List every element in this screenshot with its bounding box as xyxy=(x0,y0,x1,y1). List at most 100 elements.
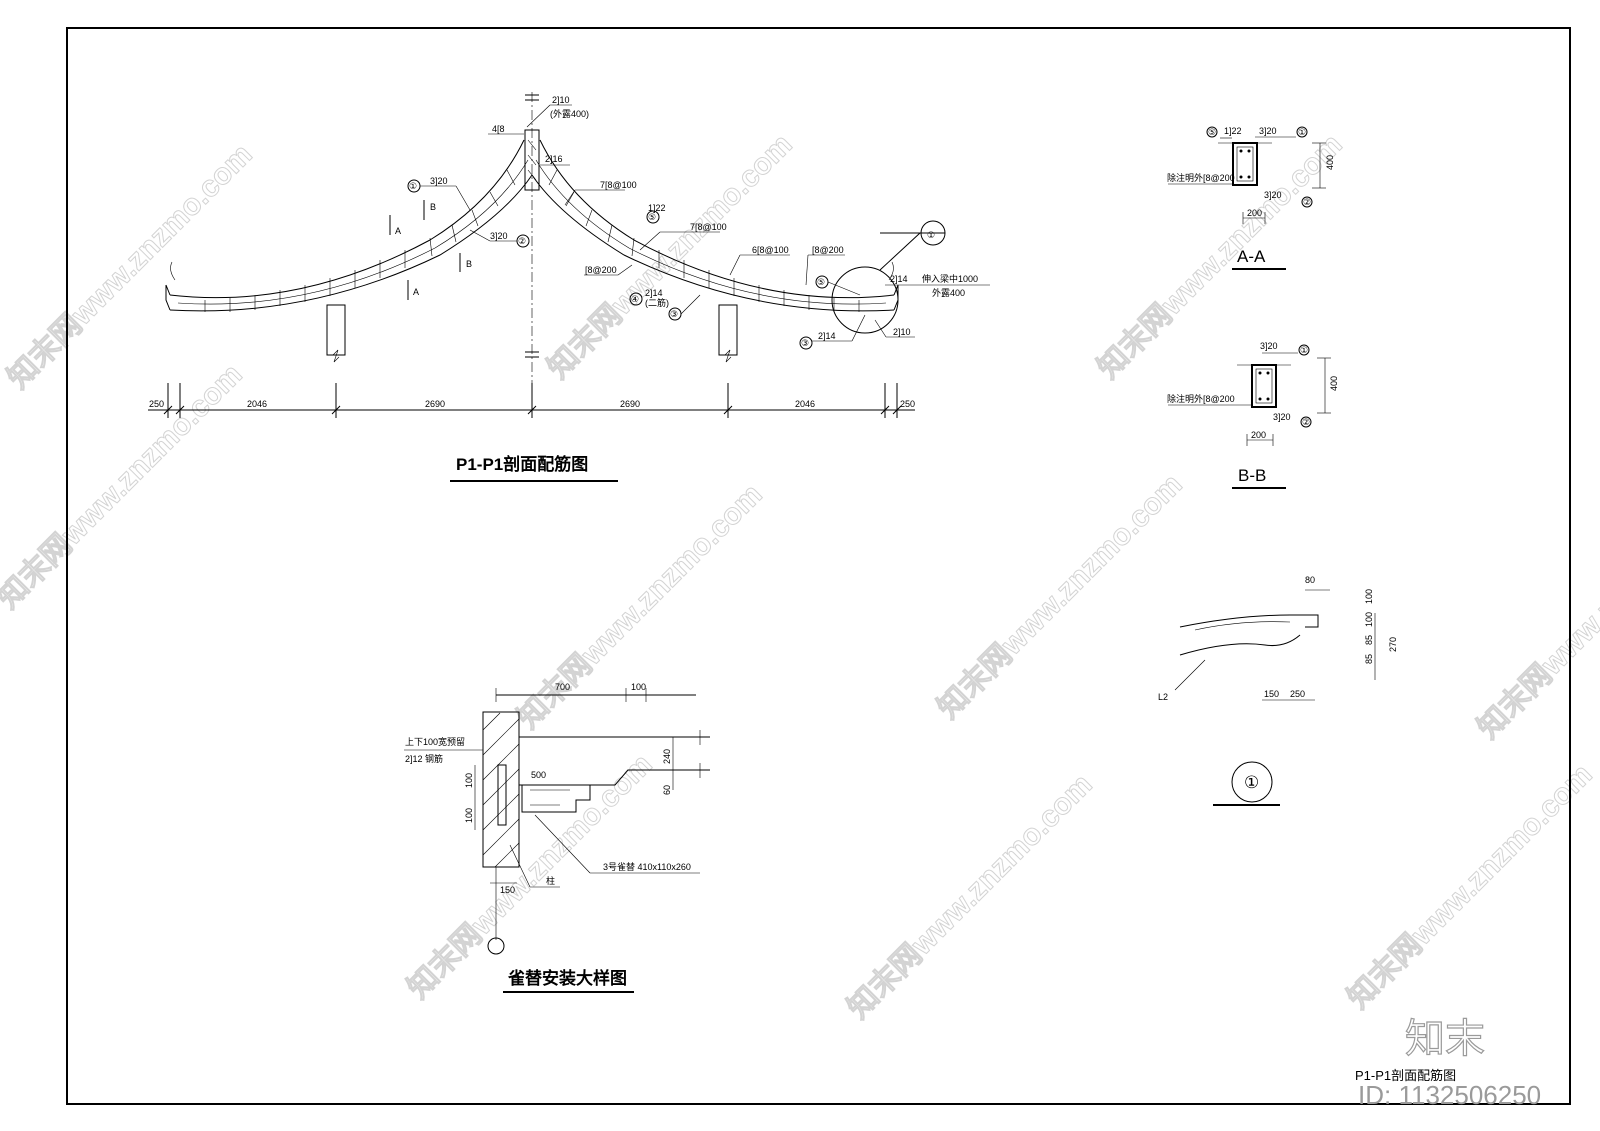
sheet-title-footer: P1-P1剖面配筋图 xyxy=(1355,1068,1456,1083)
label-bar-2d16: 2]16 xyxy=(545,154,563,164)
bracket-detail-title: 雀替安装大样图 xyxy=(507,968,627,988)
dim-250-right: 250 xyxy=(900,399,915,409)
bracket-dim-240: 240 xyxy=(662,749,672,764)
drawing-id: ID: 1132506250 xyxy=(1358,1080,1541,1110)
footer: 知末 P1-P1剖面配筋图 ID: 1132506250 xyxy=(1355,1016,1541,1110)
label-bar-1d22: 1]22 xyxy=(648,203,666,213)
bracket-dim-v100b: 100 xyxy=(464,808,474,823)
bracket-dim-60: 60 xyxy=(662,785,672,795)
watermark: 知末网www.znzmo.com xyxy=(842,768,1099,1025)
label-bar-3d20-b: 3]20 xyxy=(490,231,508,241)
bb-stirrup: 除注明外[8@200 xyxy=(1167,393,1235,404)
detail-1-dim-r3: 85 xyxy=(1364,635,1374,645)
label-stirrup-a: 7[8@100 xyxy=(600,180,637,190)
main-section-title: P1-P1剖面配筋图 xyxy=(456,454,588,474)
watermark: 知末网www.znzmo.com xyxy=(932,468,1189,725)
label-stirrup-d: [8@200 xyxy=(812,245,844,255)
section-aa-title: A-A xyxy=(1237,247,1266,266)
bracket-dim-700: 700 xyxy=(555,682,570,692)
bb-bar-bottom: 3]20 xyxy=(1273,412,1291,422)
label-bar-3d20: 3]20 xyxy=(430,176,448,186)
detail-ref-marker: ① xyxy=(927,230,935,240)
bracket-detail-drawing: 700 100 240 60 500 100 100 上下100宽预留 2]12… xyxy=(404,682,710,993)
cut-mark-a-bottom: A xyxy=(413,287,419,297)
aa-mark-1: ① xyxy=(1298,127,1306,137)
label-bar-2d14-note: (二筋) xyxy=(645,297,669,308)
watermark: 知末网www.znzmo.com xyxy=(1472,488,1600,745)
brand-logo: 知末 xyxy=(1405,1017,1485,1061)
mark-3: ③ xyxy=(670,309,678,319)
label-stirrup-c: 6[8@100 xyxy=(752,245,789,255)
mark-2: ② xyxy=(518,236,526,246)
aa-mark-5: ⑤ xyxy=(1208,127,1216,137)
label-bar-2d14-right-note1: 伸入梁中1000 xyxy=(922,273,978,284)
detail-1-drawing: L2 80 100 100 85 85 270 150 250 ① xyxy=(1158,575,1398,806)
bb-bar-top: 3]20 xyxy=(1260,341,1278,351)
watermark: 知末网www.znzmo.com xyxy=(0,358,249,615)
bb-width: 200 xyxy=(1251,430,1266,440)
label-bar-2d10-bottom: 2]10 xyxy=(893,327,911,337)
detail-1-dim-top: 80 xyxy=(1305,575,1315,585)
watermark: 知末网www.znzmo.com xyxy=(2,138,259,395)
dim-2046-left: 2046 xyxy=(247,399,267,409)
watermark: 知末网www.znzmo.com xyxy=(1342,758,1599,1015)
bracket-dim-500: 500 xyxy=(531,770,546,780)
section-bb-drawing: 3]20 ① 除注明外[8@200 3]20 ② 400 200 B-B xyxy=(1167,341,1339,489)
detail-1-dim-bottom-b: 250 xyxy=(1290,689,1305,699)
aa-height: 400 xyxy=(1325,155,1335,170)
detail-1-dim-r1: 100 xyxy=(1364,589,1374,604)
cut-mark-b-bottom: B xyxy=(466,259,472,269)
label-bar-2d14: 2]14 xyxy=(645,288,663,298)
watermark: 知末网www.znzmo.com xyxy=(1092,128,1349,385)
detail-1-dim-r5: 270 xyxy=(1388,637,1398,652)
bb-mark-1: ① xyxy=(1300,345,1308,355)
aa-stirrup: 除注明外[8@200 xyxy=(1167,172,1235,183)
aa-bar-top-right: 3]20 xyxy=(1259,126,1277,136)
label-stirrup-e: [8@200 xyxy=(585,265,617,275)
detail-1-beam-label: L2 xyxy=(1158,692,1168,702)
aa-width: 200 xyxy=(1247,208,1262,218)
section-bb-title: B-B xyxy=(1238,466,1266,485)
dim-2046-right: 2046 xyxy=(795,399,815,409)
dim-2690-right: 2690 xyxy=(620,399,640,409)
label-bar-2d14-bottom: 2]14 xyxy=(818,331,836,341)
detail-1-dim-r2: 100 xyxy=(1364,612,1374,627)
bb-mark-2: ② xyxy=(1302,417,1310,427)
watermark: 知末网www.znzmo.com xyxy=(402,748,659,1005)
cut-mark-a-top: A xyxy=(395,226,401,236)
section-aa-drawing: 1]22 ⑤ 3]20 ① 除注明外[8@200 3]20 ② 400 200 … xyxy=(1167,126,1335,270)
label-ridge-bars: 4[8 xyxy=(492,124,505,134)
bracket-dim-v100a: 100 xyxy=(464,773,474,788)
aa-bar-top-left: 1]22 xyxy=(1224,126,1242,136)
bracket-note4: 柱 xyxy=(546,875,555,886)
mark-5-right: ⑤ xyxy=(817,277,825,287)
sheet-border xyxy=(66,27,1571,1105)
detail-1-dim-bottom-a: 150 xyxy=(1264,689,1279,699)
bracket-dim-100: 100 xyxy=(631,682,646,692)
bracket-note3: 3号雀替 410x110x260 xyxy=(603,861,691,872)
bracket-dim-150: 150 xyxy=(500,885,515,895)
label-top-bar-note: (外露400) xyxy=(550,108,589,119)
bb-height: 400 xyxy=(1329,376,1339,391)
detail-1-title: ① xyxy=(1244,773,1259,792)
aa-mark-2: ② xyxy=(1303,197,1311,207)
mark-3-right: ③ xyxy=(801,338,809,348)
watermark-layer: 知末网www.znzmo.com 知末网www.znzmo.com 知末网www… xyxy=(0,127,1600,1025)
dim-2690-left: 2690 xyxy=(425,399,445,409)
dim-250-left: 250 xyxy=(149,399,164,409)
main-section-drawing: ① A B A B 2]10 (外露400) 4[8 ① 3]20 ② 3]20… xyxy=(148,92,990,482)
bracket-note2: 2]12 钢筋 xyxy=(405,753,443,764)
mark-1: ① xyxy=(409,181,417,191)
label-stirrup-b: 7[8@100 xyxy=(690,222,727,232)
mark-5: ⑤ xyxy=(648,212,656,222)
watermark: 知末网www.znzmo.com xyxy=(512,478,769,735)
cut-mark-b-top: B xyxy=(430,202,436,212)
detail-1-dim-r4: 85 xyxy=(1364,654,1374,664)
watermark: 知末网www.znzmo.com xyxy=(542,128,799,385)
label-top-bar: 2]10 xyxy=(552,95,570,105)
label-bar-2d14-right-note2: 外露400 xyxy=(932,287,965,298)
bracket-note1: 上下100宽预留 xyxy=(405,736,465,747)
mark-4: ④ xyxy=(631,294,639,304)
label-bar-2d14-right: 2]14 xyxy=(890,274,908,284)
